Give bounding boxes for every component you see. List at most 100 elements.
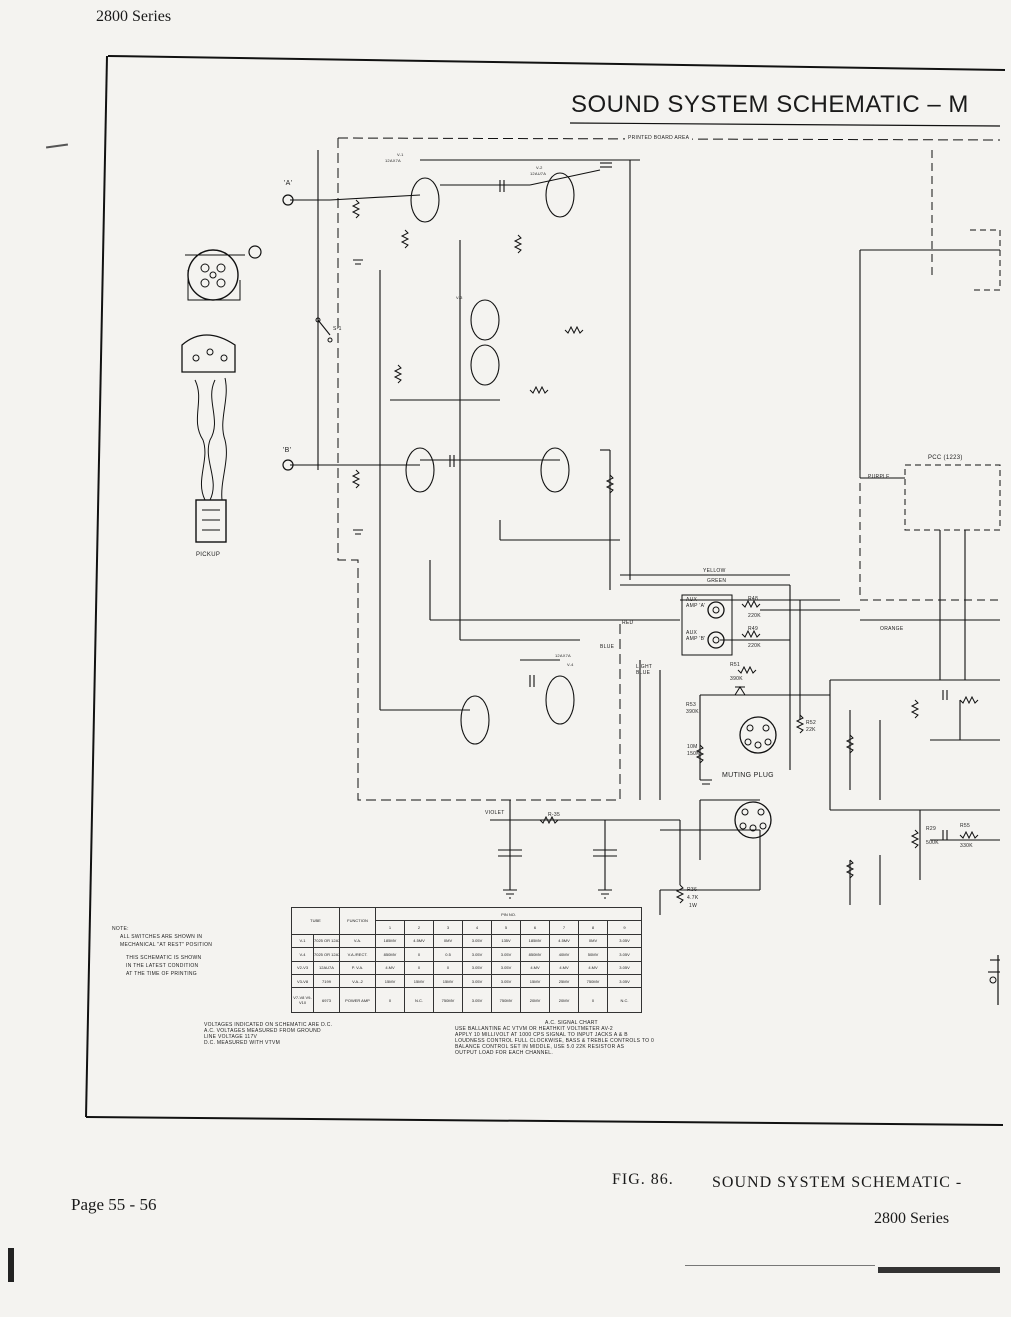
title-underline (569, 122, 1001, 127)
table-cell: 185MV (375, 933, 406, 949)
pin-header: 9 (607, 920, 643, 935)
wire-label-violet: VIOLET (485, 810, 505, 816)
input-jack-b (282, 459, 294, 471)
table-row: V3-V8 7199 V.A.-2 15MV 15MV 15MV 3.05V 3… (291, 973, 643, 989)
wire-label-purple: PURPLE (868, 474, 890, 480)
r55-label: R55 (960, 823, 971, 829)
table-header-function: FUNCTION (339, 907, 377, 935)
scan-line-bottom (685, 1265, 875, 1266)
pin-header: 3 (433, 920, 464, 935)
table-cell: 750MV (491, 987, 522, 1013)
pin-header: 8 (578, 920, 609, 935)
pin-header: 4 (462, 920, 493, 935)
table-cell: POWER AMP (339, 987, 377, 1013)
schematic-title: SOUND SYSTEM SCHEMATIC – M (571, 91, 969, 118)
aux-amp-b-label: AUX AMP 'B' (686, 630, 706, 642)
table-cell: 15MV (375, 973, 406, 989)
r53-value: 390K (686, 709, 699, 715)
signal-chart-line-2: APPLY 10 MILLIVOLT AT 1000 CPS SIGNAL TO… (455, 1032, 628, 1038)
table-cell: 4.5MV (404, 933, 435, 949)
table-cell: 750MV (578, 973, 609, 989)
voltage-note-line-1: VOLTAGES INDICATED ON SCHEMATIC ARE D.C. (204, 1022, 333, 1028)
wire-label-red: RED (622, 620, 634, 626)
aux-amp-a-label: AUX AMP 'A' (686, 597, 706, 609)
table-cell: 4.MV (549, 960, 580, 975)
note-line-3: THIS SCHEMATIC IS SHOWN (126, 955, 202, 961)
table-cell: 0.5 (433, 947, 464, 962)
table-row: V-4 7025 OR 12AX7A V.A./RECT. 850MV 0 0.… (291, 947, 643, 962)
lower-socket (734, 801, 772, 839)
tube-type-v2: 12AU7A (530, 171, 547, 176)
table-cell: 4.MV (375, 960, 406, 975)
table-cell: 0MV (433, 933, 464, 949)
scan-mark-left (8, 1248, 14, 1282)
r49-label: R49 (748, 626, 759, 632)
pickup-connector (187, 249, 239, 301)
note-line-1: ALL SWITCHES ARE SHOWN IN (120, 934, 203, 940)
r52-value: 22K (806, 727, 816, 733)
table-row: V2-V3 12AU7A P. V.A. 4.MV 0 0 3.05V 3.05… (291, 960, 643, 975)
table-cell: 4.5MV (549, 933, 580, 949)
muting-plug-socket (739, 716, 777, 754)
table-cell: 0 (433, 960, 464, 975)
pin-header: 5 (491, 920, 522, 935)
table-cell: P. V.A. (339, 960, 377, 975)
table-cell: 25MV (549, 973, 580, 989)
table-cell: N.C. (607, 987, 643, 1013)
vacuum-tubes (405, 172, 575, 745)
table-cell: 15MV (433, 973, 464, 989)
table-cell: 7199 (312, 973, 341, 989)
tube-label-v1: V-1 (397, 152, 404, 157)
signal-chart-line-5: OUTPUT LOAD FOR EACH CHANNEL. (455, 1050, 554, 1056)
table-cell: 3.05V (607, 973, 643, 989)
table-cell: 3.05V (462, 987, 493, 1013)
note-title: NOTE: (112, 926, 129, 932)
table-cell: 0 (375, 987, 406, 1013)
tube-type-v1: 12AX7A (385, 158, 401, 163)
wire-label-orange: ORANGE (880, 626, 904, 632)
figure-series: 2800 Series (874, 1210, 950, 1227)
table-cell: 3.05V (462, 947, 493, 962)
r36-value: 4.7K (687, 895, 699, 901)
tube-label-v2: V-2 (536, 165, 543, 170)
table-cell: V-4 (291, 947, 314, 962)
muting-plug-label: MUTING PLUG (722, 772, 774, 779)
wire-label-blue: BLUE (600, 644, 615, 650)
wire-label-yellow: YELLOW (703, 568, 726, 574)
table-cell: V3-V8 (291, 973, 314, 989)
table-cell: 6973 (312, 987, 341, 1013)
table-cell: 3.05V (607, 947, 643, 962)
r51-value: 390K (730, 676, 743, 682)
board-area-label: PRINTED BOARD AREA (625, 135, 693, 141)
r51-label: R51 (730, 662, 741, 668)
wire-label-green: GREEN (707, 578, 727, 584)
pin-header: 7 (549, 920, 580, 935)
signal-chart-line-4: BALANCE CONTROL SET IN MIDDLE, USE 5.0 2… (455, 1044, 625, 1050)
r50-value: 150K (687, 751, 700, 757)
table-cell: 135V (491, 933, 522, 949)
table-row: V-1 7025 OR 12AX7A V.A. 185MV 4.5MV 0MV … (291, 933, 643, 949)
figure-title: SOUND SYSTEM SCHEMATIC - (712, 1174, 963, 1191)
r55-value: 330K (960, 843, 973, 849)
pin-header: 1 (375, 920, 406, 935)
table-cell: 850MV (375, 947, 406, 962)
input-jack-a (282, 194, 294, 206)
voltage-note-line-4: D.C. MEASURED WITH VTVM (204, 1040, 281, 1046)
header-series: 2800 Series (96, 8, 172, 25)
table-cell: 7025 OR 12AX7A (312, 933, 341, 949)
scan-mark-bottom (878, 1267, 1000, 1273)
note-line-5: AT THE TIME OF PRINTING (126, 971, 197, 977)
table-cell: 7025 OR 12AX7A (312, 947, 341, 962)
table-header-tube: TUBE (290, 907, 341, 935)
note-line-2: MECHANICAL "AT REST" POSITION (120, 942, 213, 948)
table-cell: V-1 (291, 933, 314, 949)
pickup-label: PICKUP (196, 552, 221, 558)
table-cell: 0MV (578, 933, 609, 949)
pin-header: 2 (404, 920, 435, 935)
table-cell: 3.05V (491, 947, 522, 962)
pin-voltage-table: TUBE FUNCTION PIN NO. 1 2 3 4 5 6 7 8 9 … (290, 906, 643, 1013)
table-cell: N.C. (404, 987, 435, 1013)
table-cell: 185MV (520, 933, 551, 949)
input-label-a: 'A' (284, 180, 293, 187)
table-cell: 3.05V (607, 933, 643, 949)
